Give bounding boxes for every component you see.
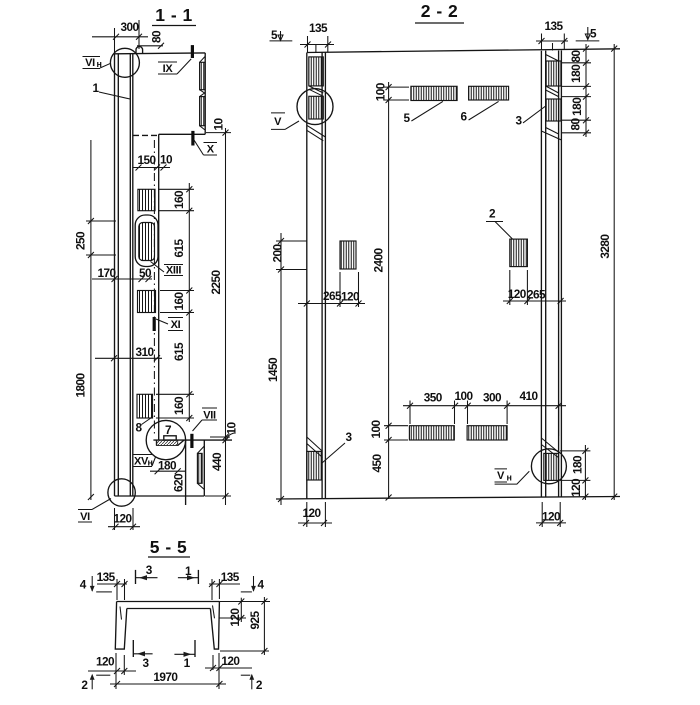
svg-text:160: 160: [172, 190, 186, 209]
svg-text:н: н: [507, 473, 512, 483]
svg-text:410: 410: [519, 389, 538, 403]
svg-text:VI: VI: [85, 57, 95, 69]
svg-text:350: 350: [424, 391, 443, 405]
svg-text:120: 120: [96, 655, 115, 669]
svg-text:265: 265: [323, 289, 342, 303]
svg-text:170: 170: [97, 266, 116, 280]
svg-text:8: 8: [135, 421, 142, 435]
svg-text:620: 620: [172, 473, 186, 492]
svg-text:3: 3: [515, 114, 522, 128]
svg-text:120: 120: [508, 287, 527, 301]
svg-text:100: 100: [369, 420, 383, 439]
svg-text:120: 120: [341, 290, 360, 304]
svg-text:135: 135: [221, 570, 240, 584]
svg-text:3: 3: [142, 656, 149, 670]
svg-text:1450: 1450: [266, 357, 280, 382]
svg-text:300: 300: [483, 391, 502, 405]
svg-text:135: 135: [309, 21, 328, 35]
svg-text:135: 135: [97, 570, 116, 584]
svg-text:180: 180: [570, 97, 584, 116]
svg-text:5: 5: [403, 111, 410, 125]
svg-text:120: 120: [228, 608, 242, 627]
svg-text:180: 180: [569, 64, 583, 83]
svg-text:10: 10: [225, 422, 239, 435]
svg-text:135: 135: [544, 19, 563, 33]
svg-text:V: V: [497, 470, 505, 482]
svg-text:2: 2: [81, 678, 88, 692]
svg-text:310: 310: [135, 345, 154, 359]
svg-text:V: V: [274, 116, 282, 128]
svg-text:XV: XV: [134, 456, 149, 468]
svg-text:VI: VI: [80, 511, 90, 523]
svg-text:80: 80: [569, 50, 583, 63]
svg-text:265: 265: [527, 288, 546, 302]
svg-text:10: 10: [160, 153, 173, 167]
svg-text:3: 3: [146, 563, 153, 577]
svg-text:180: 180: [571, 455, 585, 474]
svg-text:160: 160: [172, 292, 186, 311]
svg-text:5 - 5: 5 - 5: [150, 537, 188, 557]
svg-text:XI: XI: [171, 319, 181, 331]
svg-text:1: 1: [185, 564, 192, 578]
svg-text:1970: 1970: [153, 670, 178, 684]
svg-text:925: 925: [248, 611, 262, 630]
svg-text:120: 120: [302, 506, 321, 520]
svg-text:615: 615: [172, 342, 186, 361]
svg-text:VII: VII: [203, 410, 216, 422]
svg-text:3: 3: [345, 430, 352, 444]
svg-text:120: 120: [569, 478, 583, 497]
svg-text:100: 100: [374, 82, 388, 101]
svg-text:7: 7: [165, 423, 172, 437]
svg-text:440: 440: [210, 452, 224, 471]
svg-text:180: 180: [158, 459, 177, 473]
svg-text:X: X: [207, 144, 215, 156]
svg-text:120: 120: [221, 654, 240, 668]
svg-text:6: 6: [460, 110, 467, 124]
svg-text:50: 50: [139, 266, 152, 280]
svg-text:250: 250: [74, 231, 88, 250]
svg-text:XIII: XIII: [166, 265, 182, 277]
svg-text:3280: 3280: [598, 234, 612, 259]
svg-text:80: 80: [569, 118, 583, 131]
svg-text:4: 4: [257, 578, 264, 592]
svg-text:IX: IX: [163, 63, 174, 75]
svg-text:120: 120: [542, 510, 561, 524]
svg-text:200: 200: [271, 244, 285, 263]
svg-text:1: 1: [92, 81, 99, 95]
svg-text:80: 80: [150, 30, 164, 43]
svg-text:150: 150: [137, 153, 156, 167]
svg-text:5: 5: [590, 27, 597, 41]
svg-text:160: 160: [172, 396, 186, 415]
svg-text:1800: 1800: [74, 372, 88, 397]
svg-text:2400: 2400: [372, 247, 386, 272]
svg-text:100: 100: [454, 389, 473, 403]
svg-text:2 - 2: 2 - 2: [421, 1, 459, 21]
svg-text:2: 2: [256, 678, 263, 692]
svg-text:1 - 1: 1 - 1: [155, 5, 193, 25]
svg-text:4: 4: [80, 578, 87, 592]
svg-text:120: 120: [113, 512, 132, 526]
svg-text:5: 5: [271, 28, 278, 42]
svg-text:1: 1: [184, 656, 191, 670]
svg-text:2: 2: [489, 207, 496, 221]
svg-text:10: 10: [212, 118, 226, 131]
svg-text:н: н: [97, 59, 102, 69]
svg-text:450: 450: [370, 454, 384, 473]
svg-text:615: 615: [172, 239, 186, 258]
svg-text:300: 300: [120, 20, 139, 34]
svg-text:н: н: [148, 458, 153, 468]
svg-text:2250: 2250: [209, 269, 223, 294]
